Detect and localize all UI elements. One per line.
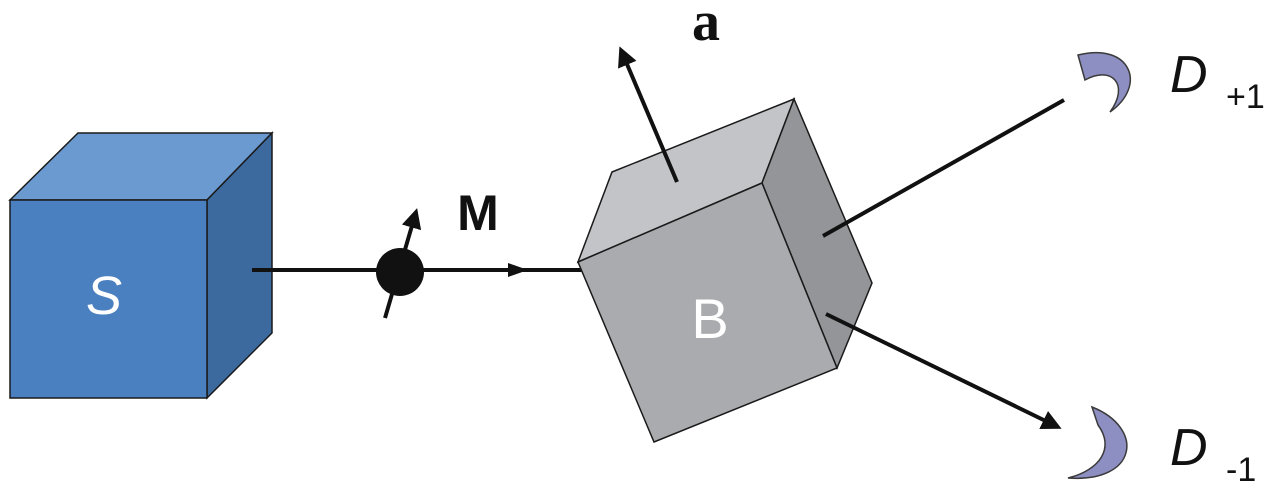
output-beam-upper (822, 98, 1065, 238)
detector-plus-label: D +1 (1170, 46, 1265, 116)
axis-arrow (618, 46, 679, 183)
detector-plus-label-sub: +1 (1226, 78, 1265, 116)
source-label: S (86, 266, 122, 326)
detector-plus-shape (1077, 51, 1131, 113)
detector-minus: D -1 (1067, 405, 1256, 489)
detector-minus-label: D -1 (1170, 419, 1256, 489)
beam-direction-arrow (508, 263, 528, 277)
axis-label: a (692, 0, 720, 53)
detector-minus-label-sub: -1 (1226, 451, 1256, 489)
source-cube-front (9, 199, 208, 399)
source-cube: S (8, 131, 274, 400)
detector-plus-label-main: D (1170, 46, 1208, 104)
detector-minus-shape (1067, 405, 1128, 479)
particle-label: M (457, 185, 499, 241)
detector-plus: D +1 (1077, 46, 1265, 116)
particle: M (376, 185, 499, 319)
device-cube-front (577, 182, 838, 443)
device-label: B (691, 287, 728, 350)
output-beam-lower (825, 312, 1062, 429)
particle-dot (376, 248, 424, 296)
detector-minus-label-main: D (1170, 419, 1208, 477)
device-cube: B (576, 96, 873, 443)
